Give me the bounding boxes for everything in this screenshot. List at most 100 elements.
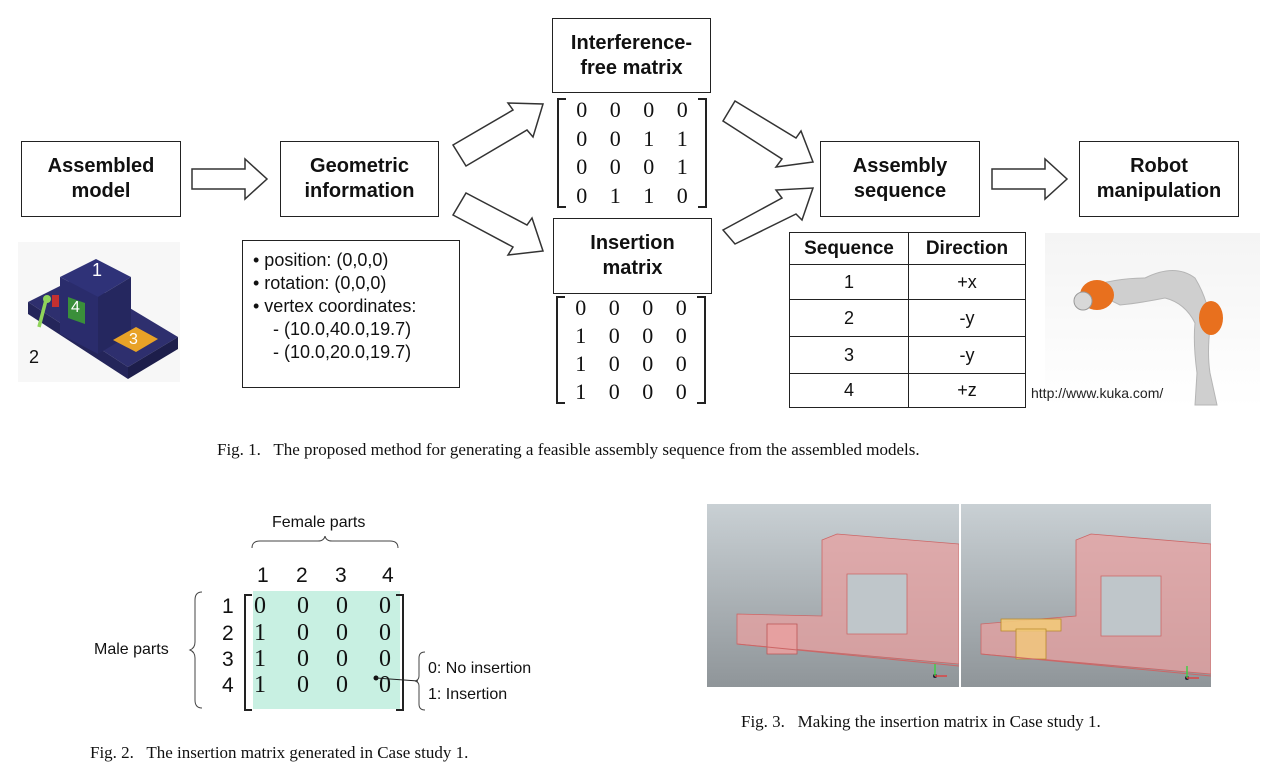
robot-manipulation-box: Robot manipulation bbox=[1079, 141, 1239, 217]
matrix-cell: 0 bbox=[379, 646, 391, 672]
row-label: 4 bbox=[222, 674, 234, 697]
table-header: Sequence bbox=[789, 232, 909, 265]
sequence-table: Sequence Direction 1 +x 2 -y 3 -y 4 +z bbox=[789, 232, 1026, 408]
info-line: - (10.0,20.0,19.7) bbox=[253, 342, 412, 362]
arrow-up-right-icon bbox=[721, 187, 815, 245]
matrix-cell: 0 bbox=[608, 295, 620, 320]
table-row: 1 +x bbox=[789, 264, 1026, 300]
legend-insertion: 1: Insertion bbox=[428, 686, 508, 703]
table-cell: 4 bbox=[789, 373, 909, 408]
table-row: 4 +z bbox=[789, 373, 1026, 408]
part-label-2: 2 bbox=[29, 347, 40, 367]
matrix-cell: 0 bbox=[676, 182, 688, 208]
bracket-right bbox=[697, 296, 706, 404]
bracket-right bbox=[698, 98, 707, 208]
matrix-cell: 0 bbox=[675, 379, 687, 404]
insertion-matrix-box: Insertion matrix bbox=[553, 218, 712, 294]
legend-no-insertion: 0: No insertion bbox=[428, 660, 532, 677]
matrix-cell: 0 bbox=[297, 646, 309, 672]
matrix-cell: 0 bbox=[676, 97, 688, 122]
info-line: - (10.0,40.0,19.7) bbox=[253, 319, 412, 339]
column-label: 3 bbox=[335, 564, 347, 587]
matrix-cell: 0 bbox=[379, 593, 391, 619]
matrix-cell: 0 bbox=[297, 620, 309, 646]
bracket-left bbox=[244, 594, 252, 711]
matrix-cell: 1 bbox=[254, 672, 266, 698]
male-parts-brace bbox=[188, 591, 203, 709]
part-label-4: 4 bbox=[71, 299, 80, 316]
matrix-cell: 1 bbox=[609, 182, 621, 208]
insertion-matrix-highlight bbox=[253, 591, 400, 709]
table-cell: 1 bbox=[789, 264, 909, 300]
geometric-information-label: Geometric information bbox=[304, 155, 415, 202]
matrix-cell: 0 bbox=[675, 295, 687, 320]
matrix-cell: 0 bbox=[576, 125, 588, 151]
row-label: 2 bbox=[222, 622, 234, 645]
arrow-right-icon bbox=[991, 157, 1069, 201]
matrix-cell: 0 bbox=[643, 154, 655, 180]
table-header: Direction bbox=[908, 232, 1026, 265]
matrix-cell: 0 bbox=[642, 351, 654, 376]
matrix-cell: 1 bbox=[643, 125, 655, 151]
matrix-cell: 0 bbox=[609, 154, 621, 180]
matrix-cell: 1 bbox=[575, 379, 587, 404]
matrix-cell: 0 bbox=[336, 672, 348, 698]
figure-1-caption: Fig. 1. The proposed method for generati… bbox=[217, 440, 920, 459]
matrix-cell: 0 bbox=[576, 154, 588, 180]
matrix-cell: 0 bbox=[379, 620, 391, 646]
row-label: 1 bbox=[222, 595, 234, 618]
table-cell: -y bbox=[908, 299, 1026, 337]
matrix-cell: 0 bbox=[675, 351, 687, 376]
assembled-model-box: Assembled model bbox=[21, 141, 181, 217]
bracket-right bbox=[396, 594, 404, 711]
matrix-cell: 0 bbox=[609, 97, 621, 122]
matrix-cell: 0 bbox=[297, 593, 309, 619]
matrix-cell: 1 bbox=[254, 620, 266, 646]
figure-3-caption: Fig. 3. Making the insertion matrix in C… bbox=[741, 712, 1101, 731]
table-cell: +z bbox=[908, 373, 1026, 408]
matrix-cell: 0 bbox=[609, 125, 621, 151]
matrix-cell: 0 bbox=[675, 323, 687, 348]
assembled-model-label: Assembled model bbox=[47, 155, 155, 202]
robot-arm-render bbox=[1073, 270, 1223, 406]
matrix-cell: 0 bbox=[575, 295, 587, 320]
matrix-cell: 0 bbox=[336, 593, 348, 619]
info-line: • vertex coordinates: bbox=[253, 296, 417, 316]
matrix-cell: 0 bbox=[576, 97, 588, 122]
arrow-down-right-icon bbox=[721, 100, 815, 168]
matrix-cell: 0 bbox=[642, 323, 654, 348]
assembled-model-render bbox=[28, 259, 178, 379]
arrow-down-right-icon bbox=[451, 192, 545, 256]
matrix-cell: 1 bbox=[575, 351, 587, 376]
column-label: 1 bbox=[257, 564, 269, 587]
matrix-cell: 0 bbox=[642, 295, 654, 320]
cad-view-before bbox=[707, 504, 959, 687]
male-parts-label: Male parts bbox=[94, 641, 169, 658]
matrix-cell: 0 bbox=[608, 323, 620, 348]
figure-2-caption: Fig. 2. The insertion matrix generated i… bbox=[90, 743, 469, 762]
matrix-cell: 0 bbox=[254, 593, 266, 619]
matrix-cell: 0 bbox=[576, 182, 588, 208]
table-cell: -y bbox=[908, 336, 1026, 374]
row-label: 3 bbox=[222, 648, 234, 671]
table-header-row: Sequence Direction bbox=[789, 232, 1026, 265]
robot-image-credit: http://www.kuka.com/ bbox=[1031, 385, 1164, 401]
table-cell: 2 bbox=[789, 299, 909, 337]
matrix-cell: 0 bbox=[608, 351, 620, 376]
insertion-matrix-label: Insertion matrix bbox=[590, 232, 675, 279]
robot-arm-image: http://www.kuka.com/ bbox=[1031, 233, 1260, 408]
part-label-3: 3 bbox=[129, 331, 138, 348]
matrix-cell: 0 bbox=[643, 97, 655, 122]
bracket-left bbox=[556, 296, 565, 404]
matrix-cell: 0 bbox=[608, 379, 620, 404]
matrix-cell: 0 bbox=[336, 620, 348, 646]
table-row: 3 -y bbox=[789, 336, 1026, 374]
assembly-sequence-label: Assembly sequence bbox=[852, 155, 948, 202]
table-cell: 3 bbox=[789, 336, 909, 374]
bracket-left bbox=[557, 98, 566, 208]
part-label-1: 1 bbox=[92, 260, 103, 280]
arrow-right-icon bbox=[191, 157, 269, 201]
matrix-cell: 0 bbox=[297, 672, 309, 698]
robot-manipulation-label: Robot manipulation bbox=[1096, 155, 1222, 202]
